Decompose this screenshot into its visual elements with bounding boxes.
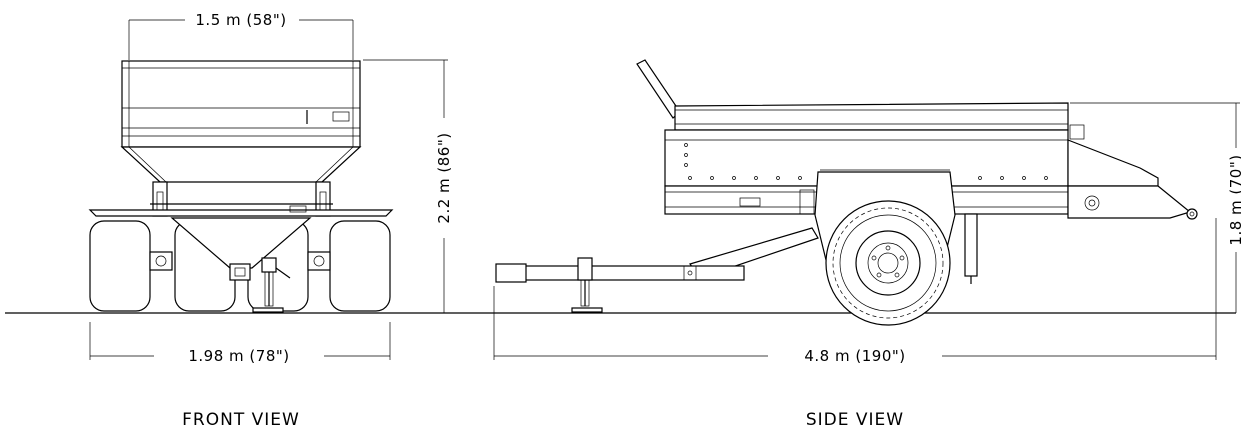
front-tire-right-outer — [329, 220, 391, 312]
front-frame — [170, 217, 312, 269]
side-rear-slope — [1067, 139, 1159, 187]
front-bottom-width-label: 1.98 m (78") — [188, 347, 289, 365]
side-height-label: 1.8 m (70") — [1227, 154, 1241, 245]
front-top-width-label: 1.5 m (58") — [195, 11, 286, 29]
side-jack-stand — [577, 257, 593, 281]
front-hopper-box — [121, 60, 361, 148]
front-view-title: FRONT VIEW — [182, 410, 300, 430]
side-wheel-rim — [855, 230, 921, 296]
side-rear-hitch-frame — [1067, 185, 1192, 219]
front-jack — [261, 257, 277, 273]
side-front-flap — [636, 59, 681, 119]
side-hopper-top — [674, 102, 1069, 131]
front-funnel — [120, 146, 362, 183]
front-tire-left-outer — [89, 220, 151, 312]
side-hitch-coupler — [495, 263, 527, 283]
side-tongue — [517, 265, 745, 281]
front-view-trailer — [88, 19, 448, 360]
side-view-title: SIDE VIEW — [806, 410, 904, 430]
side-length-label: 4.8 m (190") — [804, 347, 905, 365]
front-height-label: 2.2 m (86") — [435, 132, 453, 223]
side-view-trailer — [493, 59, 1240, 360]
